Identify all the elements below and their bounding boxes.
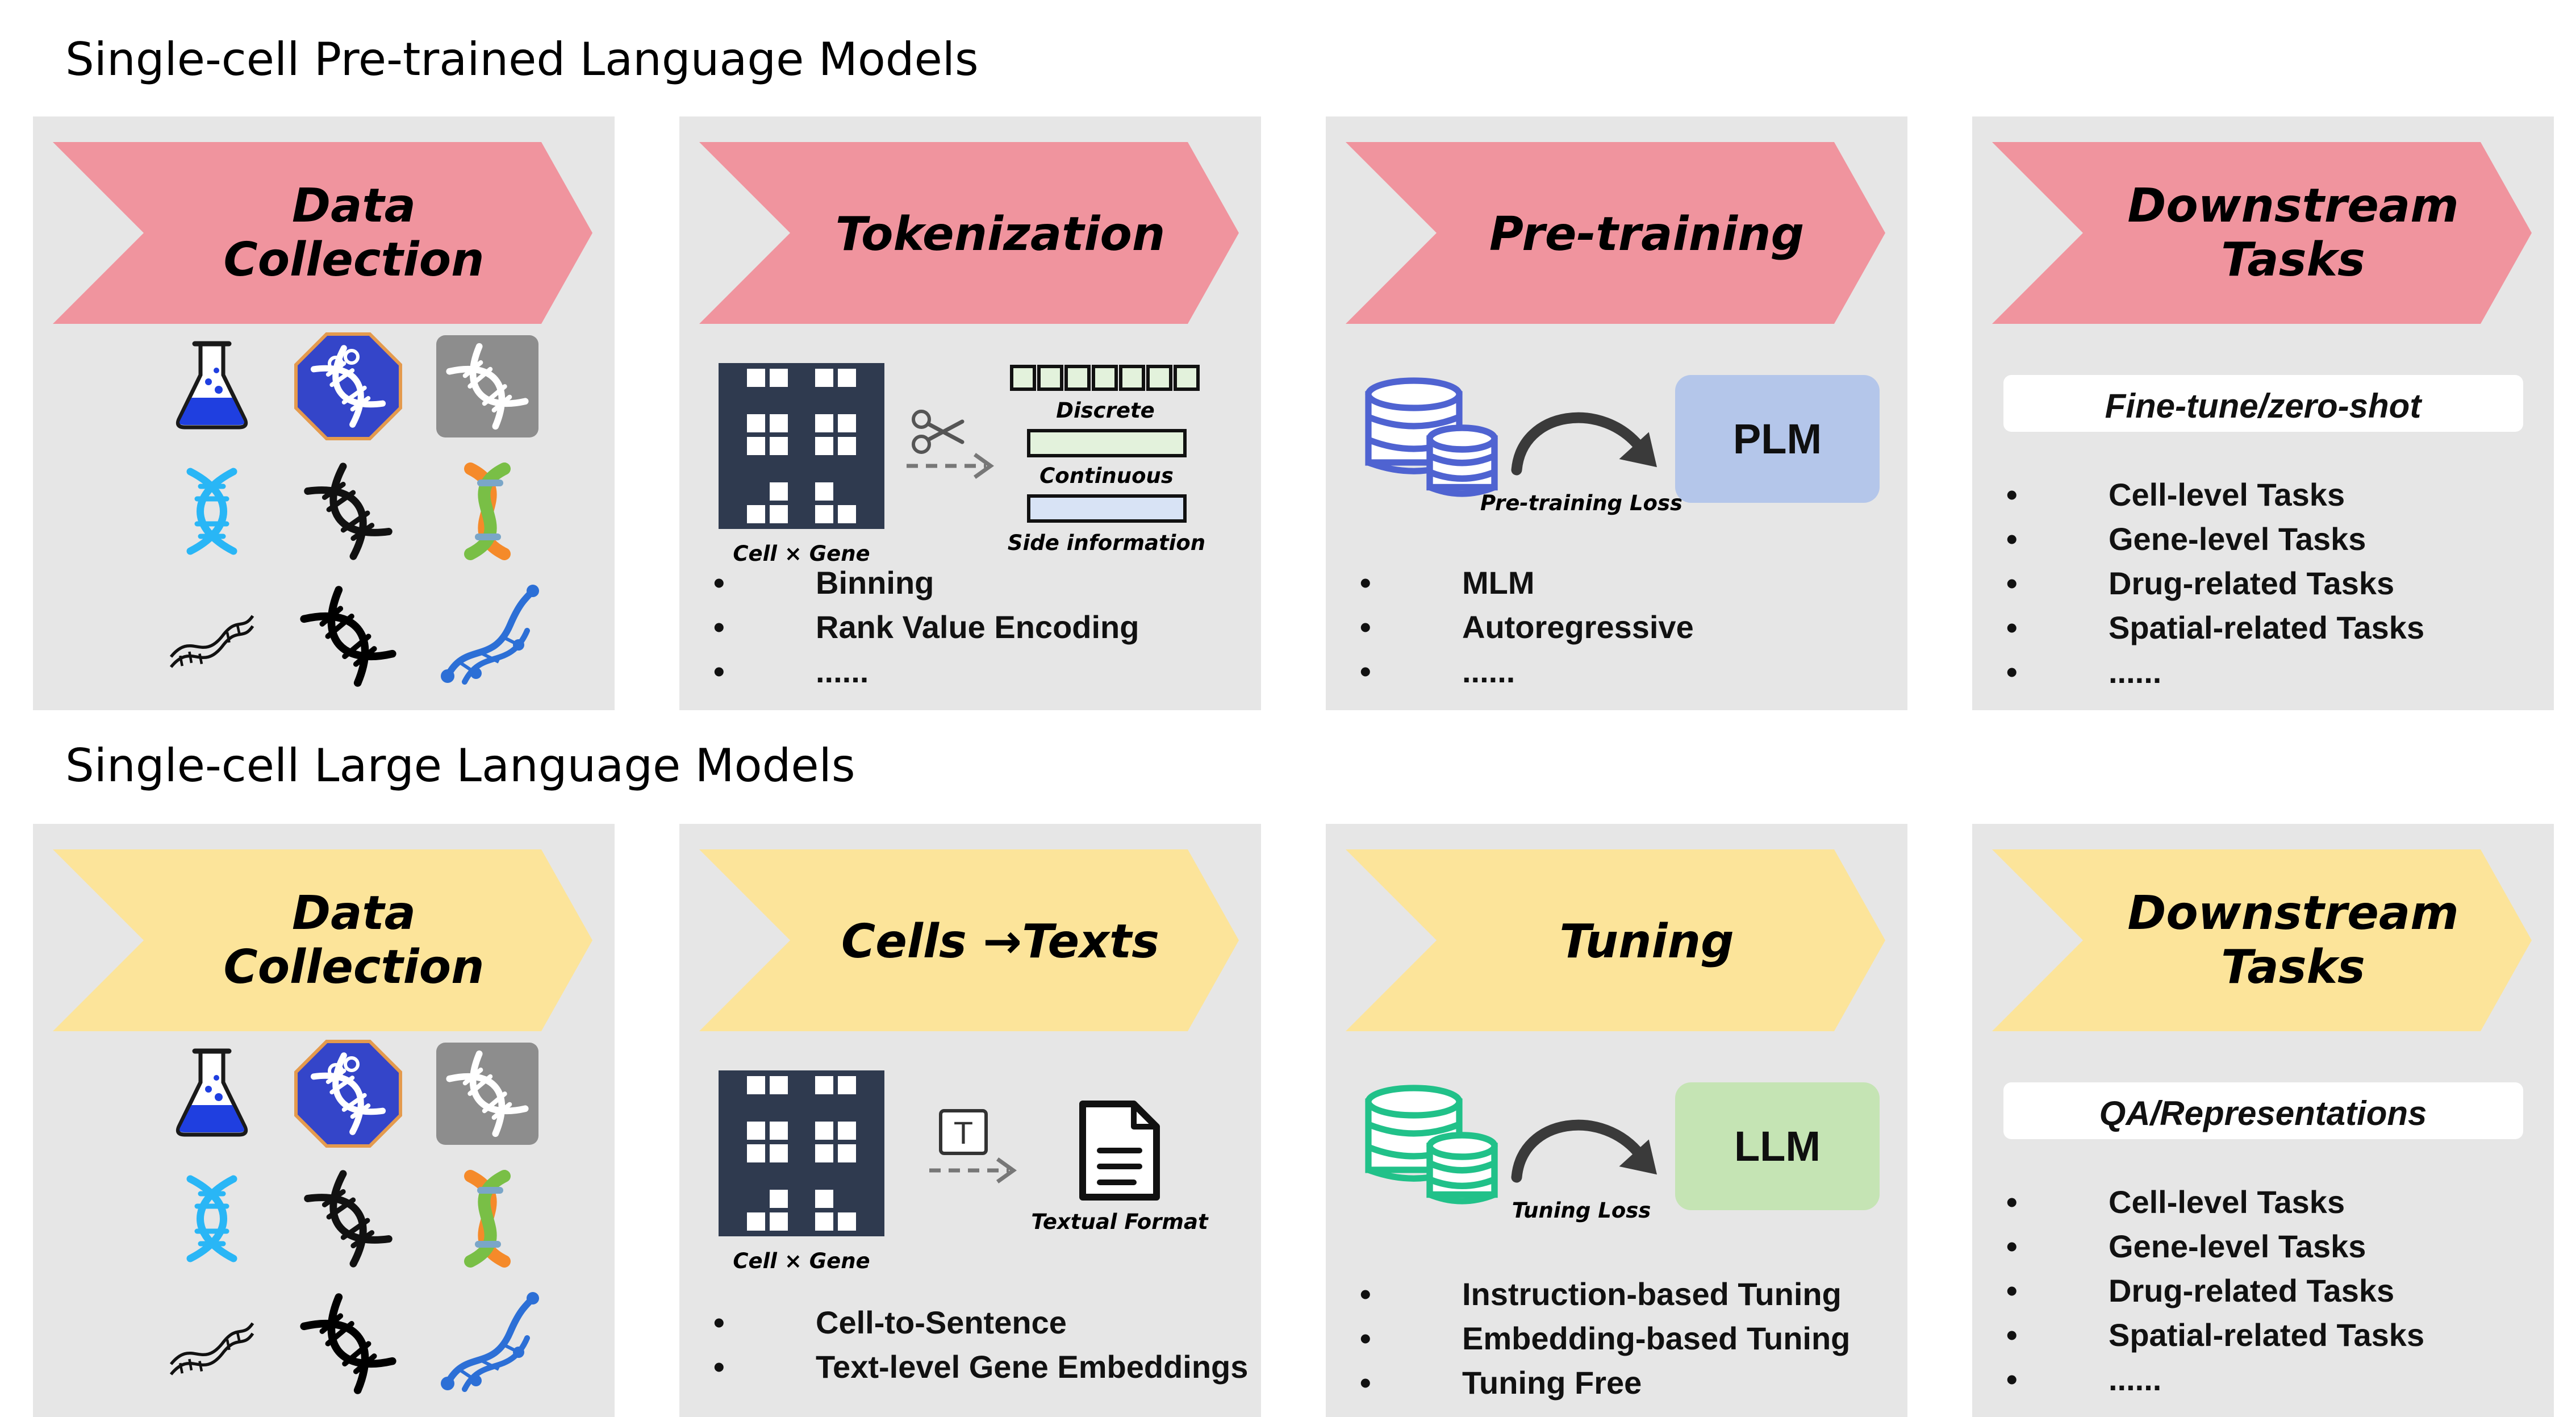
- tokenization-bullet-item: ......: [816, 653, 869, 689]
- chevron-title: Tuning: [1559, 915, 1734, 969]
- downstream-bullet-item: Cell-level Tasks: [2109, 477, 2345, 512]
- downstream-bullet-dot: •: [2006, 1361, 2018, 1397]
- llm-box: [1675, 1082, 1880, 1210]
- training-bullet-item: ......: [1462, 653, 1515, 689]
- model-label: LLM: [1734, 1123, 1821, 1170]
- section-title-bottom: Single-cell Large Language Models: [65, 739, 855, 792]
- dna-octagon-icon: [296, 1041, 400, 1146]
- tokenization-bullet-item: Binning: [816, 565, 934, 601]
- textual-format-label: Textual Format: [1031, 1210, 1209, 1234]
- chevron-title: Data: [292, 179, 416, 233]
- document-icon: [1083, 1104, 1157, 1197]
- plm-box: [1675, 375, 1880, 503]
- cells-texts-bullet-dot: •: [713, 1349, 725, 1385]
- discrete-tokens: [1010, 365, 1200, 391]
- training-bullet-dot: •: [1360, 1320, 1371, 1356]
- training-bullet-dot: •: [1360, 1365, 1371, 1401]
- dashed-arrow-head: [996, 1157, 1017, 1183]
- training-bullet-item: Instruction-based Tuning: [1462, 1276, 1842, 1312]
- chevron-title: Tokenization: [836, 207, 1166, 261]
- section-title-top: Single-cell Pre-trained Language Models: [65, 33, 979, 86]
- chevron-title: Downstream: [2127, 179, 2458, 233]
- training-bullet-item: Autoregressive: [1462, 609, 1694, 645]
- chevron-title: Downstream: [2127, 886, 2458, 940]
- mode-pill: [2003, 1082, 2523, 1139]
- downstream-bullet-dot: •: [2006, 654, 2018, 690]
- downstream-bullet-item: ......: [2109, 1361, 2161, 1397]
- chevron-training-top: [1346, 142, 1885, 324]
- model-label: PLM: [1733, 415, 1822, 462]
- downstream-bullet-dot: •: [2006, 521, 2018, 557]
- t-icon: T: [954, 1115, 973, 1151]
- side-info-label: Side information: [1008, 531, 1205, 555]
- database-small-icon: [1430, 428, 1494, 494]
- dna-square-icon: [436, 1043, 538, 1145]
- training-bullet-dot: •: [1360, 653, 1371, 689]
- tokenization-bullet-dot: •: [713, 653, 725, 689]
- training-bullet-dot: •: [1360, 565, 1371, 601]
- downstream-bullet-dot: •: [2006, 477, 2018, 512]
- downstream-bullet-item: Cell-level Tasks: [2109, 1184, 2345, 1220]
- side-information-bar: [1027, 494, 1187, 523]
- chevron-tokenization-top: [699, 142, 1239, 324]
- downstream-bullet-item: Drug-related Tasks: [2109, 1273, 2394, 1308]
- loss-label: Pre-training Loss: [1480, 491, 1682, 515]
- chevron-title: Cells →Texts: [841, 915, 1159, 969]
- t-icon-box: [939, 1109, 988, 1155]
- training-bullet-dot: •: [1360, 1276, 1371, 1312]
- dashed-arrow-head: [973, 453, 995, 479]
- training-bullet-item: MLM: [1462, 565, 1535, 601]
- chevron-title: Collection: [224, 233, 485, 287]
- tokenization-bullet-dot: •: [713, 609, 725, 645]
- chevron-title: Tasks: [2221, 233, 2365, 287]
- dna-octagon-icon: [296, 334, 400, 439]
- training-bullet-item: Tuning Free: [1462, 1365, 1642, 1401]
- discrete-label: Discrete: [1056, 398, 1154, 423]
- downstream-bullet-dot: •: [2006, 1317, 2018, 1353]
- mode-pill: [2003, 375, 2523, 432]
- training-bullet-item: Embedding-based Tuning: [1462, 1320, 1850, 1356]
- cells-texts-bullet-dot: •: [713, 1305, 725, 1340]
- tokenization-bullet-item: Rank Value Encoding: [816, 609, 1139, 645]
- downstream-bullet-dot: •: [2006, 1184, 2018, 1220]
- downstream-bullet-dot: •: [2006, 565, 2018, 601]
- tokenization-bullet-dot: •: [713, 565, 725, 601]
- mode-pill-label: Fine-tune/zero-shot: [2105, 387, 2423, 425]
- downstream-bullet-dot: •: [2006, 1273, 2018, 1308]
- mode-pill-label: QA/Representations: [2099, 1094, 2427, 1132]
- chevron-data-collection-bottom: [53, 849, 592, 1031]
- continuous-label: Continuous: [1039, 464, 1174, 488]
- downstream-bullet-item: Spatial-related Tasks: [2109, 1317, 2424, 1353]
- downstream-bullet-item: ......: [2109, 654, 2161, 690]
- downstream-bullet-item: Spatial-related Tasks: [2109, 610, 2424, 645]
- downstream-bullet-item: Drug-related Tasks: [2109, 565, 2394, 601]
- downstream-bullet-dot: •: [2006, 1228, 2018, 1264]
- continuous-bar: [1027, 429, 1187, 457]
- downstream-bullet-dot: •: [2006, 610, 2018, 645]
- chevron-title: Collection: [224, 940, 485, 994]
- matrix-label: Cell × Gene: [733, 541, 870, 566]
- chevron-downstream-top: [1992, 142, 2532, 324]
- cell-gene-matrix: [719, 363, 884, 529]
- cells-texts-bullet-item: Text-level Gene Embeddings: [816, 1349, 1248, 1385]
- chevron-data-collection-top: [53, 142, 592, 324]
- chevron-downstream-bottom: [1992, 849, 2532, 1031]
- chevron-title: Pre-training: [1489, 207, 1804, 261]
- chevron-title: Data: [292, 886, 416, 940]
- matrix-label: Cell × Gene: [733, 1249, 870, 1273]
- cells-texts-bullet-item: Cell-to-Sentence: [816, 1305, 1067, 1340]
- chevron-tokenization-bottom: [699, 849, 1239, 1031]
- training-bullet-dot: •: [1360, 609, 1371, 645]
- loss-label: Tuning Loss: [1512, 1198, 1651, 1223]
- chevron-training-bottom: [1346, 849, 1885, 1031]
- downstream-bullet-item: Gene-level Tasks: [2109, 1228, 2366, 1264]
- downstream-bullet-item: Gene-level Tasks: [2109, 521, 2366, 557]
- dna-square-icon: [436, 335, 538, 437]
- chevron-title: Tasks: [2221, 940, 2365, 994]
- cell-gene-matrix: [719, 1070, 884, 1236]
- database-small-icon: [1430, 1135, 1494, 1201]
